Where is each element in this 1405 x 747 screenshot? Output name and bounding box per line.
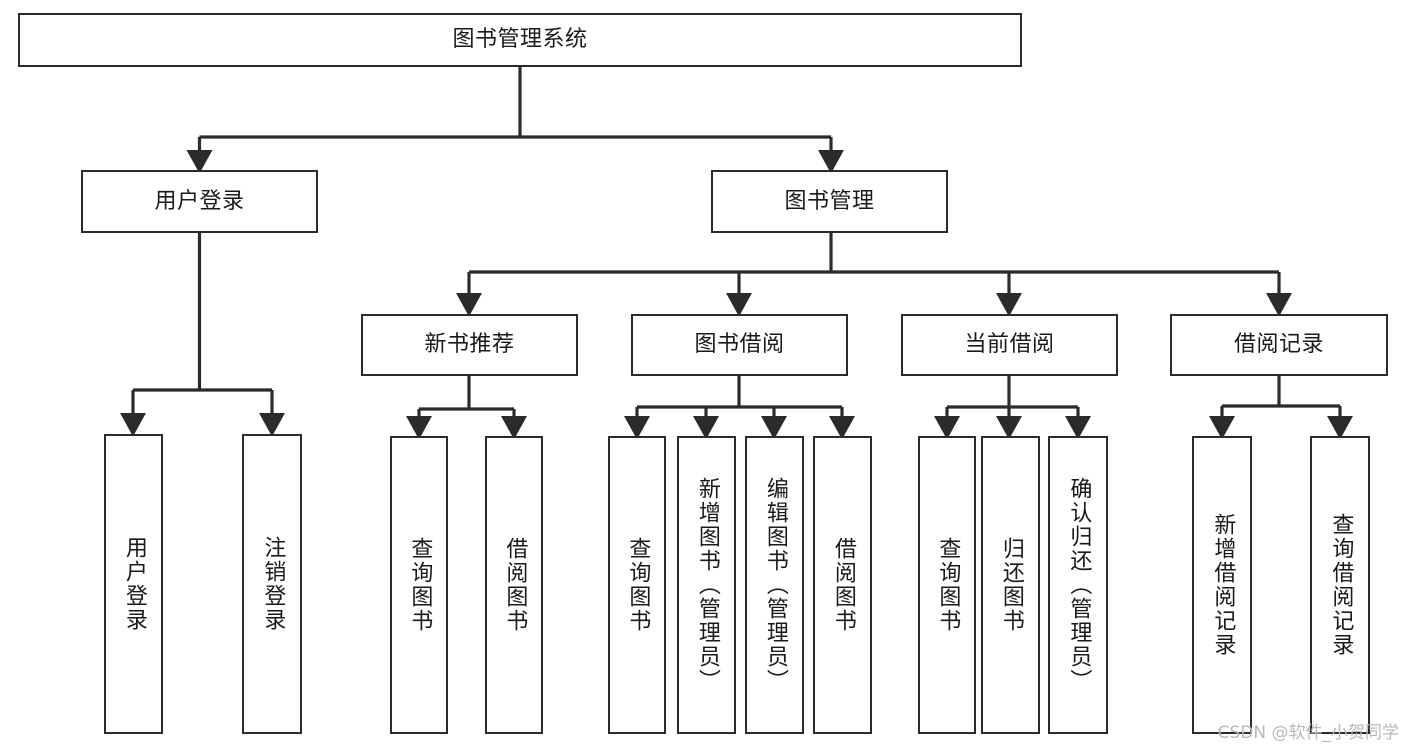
node-label: 图书管理 (784, 188, 875, 214)
node-label: 新书推荐 (424, 332, 515, 358)
node-label: 当前借阅 (964, 332, 1055, 358)
node-leaf-add-book[interactable]: 新增图书（管理员） (677, 436, 736, 734)
node-label: 图书管理系统 (452, 27, 588, 53)
node-leaf-query-book-2[interactable]: 查询图书 (608, 436, 666, 734)
node-root-book-management-system[interactable]: 图书管理系统 (18, 13, 1022, 67)
node-label: 新增借阅记录 (1210, 513, 1236, 657)
node-leaf-query-book-3[interactable]: 查询图书 (918, 436, 976, 734)
node-leaf-logout-login[interactable]: 注销登录 (242, 434, 302, 734)
node-label: 查询图书 (407, 537, 433, 633)
node-label: 归还图书 (998, 537, 1024, 633)
node-label: 用户登录 (121, 536, 147, 632)
node-leaf-query-record[interactable]: 查询借阅记录 (1310, 436, 1370, 734)
node-leaf-return-book[interactable]: 归还图书 (981, 436, 1040, 734)
node-label: 借阅记录 (1233, 332, 1324, 358)
node-leaf-confirm-return[interactable]: 确认归还（管理员） (1048, 436, 1108, 734)
node-label: 查询图书 (625, 537, 651, 633)
node-label: 图书借阅 (694, 332, 785, 358)
node-user-login[interactable]: 用户登录 (81, 170, 318, 233)
node-label: 用户登录 (154, 188, 245, 214)
node-leaf-borrow-book-1[interactable]: 借阅图书 (485, 436, 543, 734)
node-label: 新增图书（管理员） (694, 477, 720, 693)
node-label: 确认归还（管理员） (1066, 477, 1092, 693)
node-label: 查询借阅记录 (1328, 513, 1354, 657)
node-current-borrow[interactable]: 当前借阅 (901, 314, 1118, 376)
node-leaf-user-login[interactable]: 用户登录 (104, 434, 163, 734)
node-label: 编辑图书（管理员） (762, 477, 788, 693)
node-label: 注销登录 (260, 536, 286, 632)
node-leaf-query-book-1[interactable]: 查询图书 (390, 436, 448, 734)
node-new-book-recommend[interactable]: 新书推荐 (361, 314, 578, 376)
node-book-management[interactable]: 图书管理 (711, 170, 948, 233)
node-label: 借阅图书 (830, 537, 856, 633)
node-leaf-edit-book[interactable]: 编辑图书（管理员） (745, 436, 804, 734)
node-leaf-add-record[interactable]: 新增借阅记录 (1192, 436, 1252, 734)
node-borrow-record[interactable]: 借阅记录 (1170, 314, 1388, 376)
csdn-watermark: CSDN @软件_小贺同学 (1217, 723, 1399, 743)
node-label: 借阅图书 (502, 537, 528, 633)
node-leaf-borrow-book-2[interactable]: 借阅图书 (813, 436, 872, 734)
node-label: 查询图书 (935, 537, 961, 633)
node-book-borrow[interactable]: 图书借阅 (631, 314, 848, 376)
